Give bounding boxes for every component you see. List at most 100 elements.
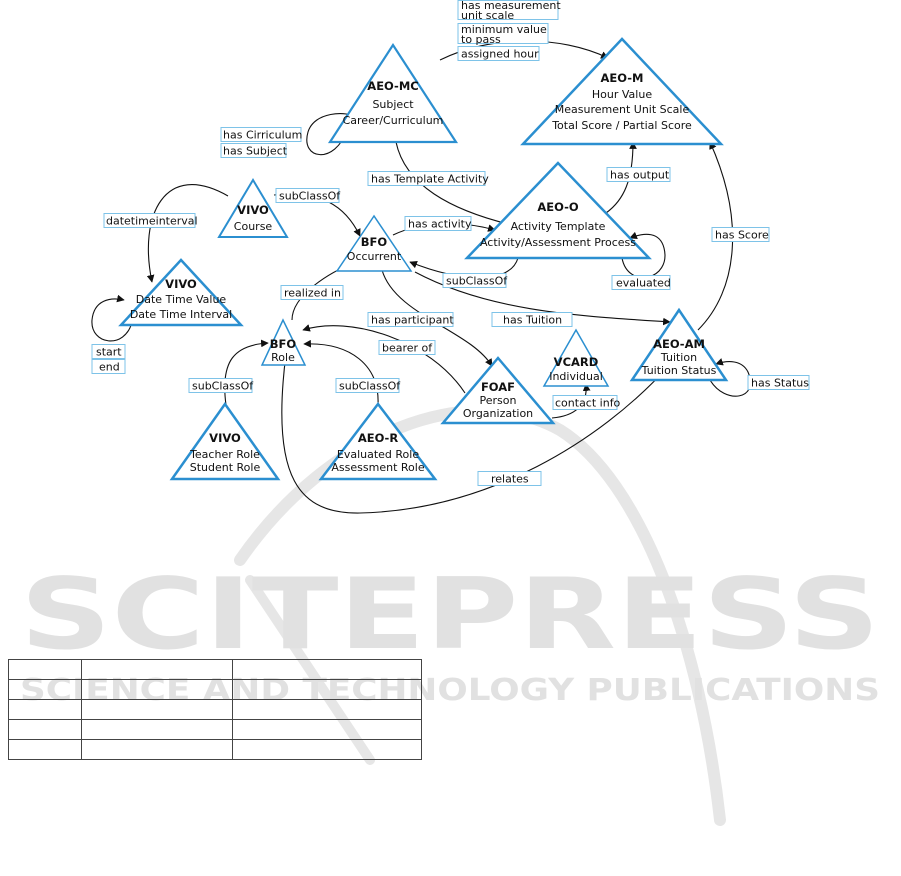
node-line: Measurement Unit Scale (555, 103, 690, 116)
edge-label-o-subclassof: subClassOf (442, 273, 508, 288)
node-line: Tuition (660, 351, 697, 364)
edge-label-aeo-r-subclassof: subClassOf (335, 378, 401, 393)
table-cell (80, 739, 234, 760)
node-triangle (440, 356, 556, 425)
label-box (477, 471, 542, 486)
node-line: Organization (463, 407, 533, 420)
label-text: subClassOf (279, 190, 341, 203)
node-line: Evaluated Role (337, 448, 419, 461)
label-text: has participant (371, 314, 454, 327)
node-title: AEO-R (358, 431, 399, 445)
node-title: AEO-M (601, 71, 644, 85)
table-row (8, 659, 422, 680)
table-body (8, 659, 422, 760)
empty-table (8, 659, 422, 760)
node-line: Activity/Assessment Process (480, 236, 636, 249)
node-triangle (542, 328, 610, 387)
node-bfo-occurrent: BFO Occurrent (335, 214, 413, 272)
node-line: Occurrent (347, 250, 402, 263)
node-line: Tuition Status (641, 364, 717, 377)
table-cell (8, 659, 82, 680)
node-title: BFO (361, 235, 388, 249)
label-text: has Status (751, 377, 809, 390)
node-triangle (327, 42, 459, 144)
node-triangle (464, 161, 652, 260)
label-text: has Cirriculum (223, 129, 302, 142)
label-text: relates (491, 473, 529, 486)
edge-vivo-roles-subclass (224, 339, 269, 406)
label-text: has Tuition (503, 314, 562, 327)
node-line: Person (480, 394, 517, 407)
table-row (8, 699, 422, 720)
node-triangle (318, 401, 438, 481)
node-aeo-am: AEO-AM Tuition Tuition Status (629, 307, 729, 382)
label-text: subClassOf (446, 275, 508, 288)
label-box (103, 213, 196, 228)
table-cell (80, 659, 234, 680)
label-box (188, 378, 253, 393)
label-text: bearer of (382, 342, 433, 355)
label-box (275, 188, 340, 203)
node-line: Total Score / Partial Score (551, 119, 692, 132)
table-cell (80, 719, 234, 740)
label-box (91, 344, 126, 359)
label-text: subClassOf (339, 380, 401, 393)
table-cell (232, 679, 422, 700)
node-line: Career/Curriculum (343, 114, 444, 127)
node-bfo-role: BFO Role (260, 318, 307, 366)
node-triangle (118, 258, 244, 327)
node-triangle (217, 178, 289, 238)
label-box (335, 378, 400, 393)
table-cell (80, 679, 234, 700)
node-line: Role (271, 351, 295, 364)
node-triangle (629, 307, 729, 382)
table-cell (232, 719, 422, 740)
label-text: has Subject (223, 145, 288, 158)
node-title: AEO-MC (367, 79, 418, 93)
node-aeo-r: AEO-R Evaluated Role Assessment Role (318, 401, 438, 481)
edge-label-has-tuition: has Tuition (491, 312, 573, 327)
table-cell (8, 739, 82, 760)
edge-label-evaluated: evaluated (611, 275, 671, 290)
nodes: AEO-MC Subject Career/Curriculum AEO-M H… (118, 37, 729, 481)
edge-mc-self-loop (306, 113, 361, 156)
node-line: Date Time Interval (130, 308, 232, 321)
label-box (220, 127, 302, 142)
edge-label-contact-info: contact info (552, 395, 621, 410)
table-row (8, 719, 422, 740)
node-title: VIVO (209, 431, 241, 445)
node-line: Activity Template (511, 220, 606, 233)
node-title: AEO-O (537, 200, 579, 214)
label-text: has output (610, 169, 670, 182)
label-box (457, 0, 559, 20)
label-text: has Template Activity (371, 173, 489, 186)
node-line: Hour Value (592, 88, 652, 101)
edge-label-realized-in: realized in (280, 285, 344, 300)
table-cell (8, 719, 82, 740)
label-text: contact info (555, 397, 621, 410)
edge-relates (281, 353, 666, 514)
table-cell (232, 659, 422, 680)
label-text: subClassOf (192, 380, 254, 393)
node-aeo-o: AEO-O Activity Template Activity/Assessm… (464, 161, 652, 260)
node-line: Date Time Value (136, 293, 227, 306)
edge-evaluated-loop (621, 231, 666, 279)
table-cell (8, 679, 82, 700)
edge-label-bearer-of: bearer of (378, 340, 436, 355)
node-line: Individual (549, 370, 603, 383)
edge-label-has-status: has Status (747, 375, 810, 390)
node-triangle (260, 318, 307, 366)
edge-label-has-template-activity: has Template Activity (367, 171, 489, 186)
label-text: realized in (284, 287, 341, 300)
edge-label-has-cirriculum: has Cirriculum (220, 127, 302, 142)
edge-bearer-of (302, 324, 466, 394)
node-title: FOAF (481, 380, 515, 394)
label-text: has activity (408, 218, 472, 231)
edge-label-assigned-hour: assigned hour (457, 46, 540, 61)
edge-label-has-score: has Score (711, 227, 770, 242)
label-box (367, 171, 486, 186)
label-box (606, 167, 671, 182)
